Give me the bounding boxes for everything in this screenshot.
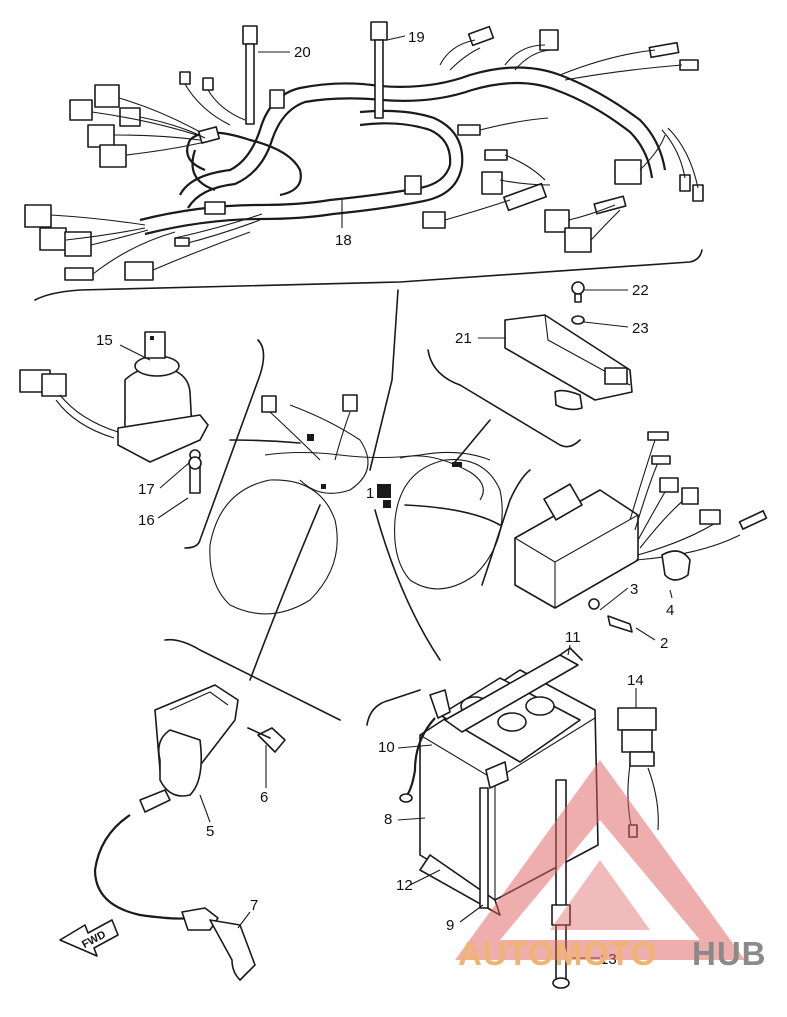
ignition-coil-5: [93, 684, 286, 981]
motorcycle-silhouette: [209, 394, 503, 615]
callout-11: 11: [565, 629, 581, 646]
cable-tie-19: [370, 21, 388, 119]
callout-10: 10: [378, 739, 395, 756]
connector-cluster-right: [544, 127, 704, 253]
cable-tie-20: [242, 25, 258, 125]
callout-9: 9: [446, 917, 454, 934]
callout-12: 12: [396, 877, 413, 894]
wire-harness-assembly: [24, 21, 704, 301]
watermark-triangle-icon: [455, 760, 745, 960]
callout-21: 21: [455, 330, 472, 347]
callout-8: 8: [384, 811, 392, 828]
callout-20: 20: [294, 44, 311, 61]
callout-19: 19: [408, 29, 425, 46]
callout-4: 4: [666, 602, 674, 619]
rectifier-regulator-21: [504, 281, 633, 411]
connector-cluster-upper-left: [69, 71, 246, 168]
callout-14: 14: [627, 672, 644, 689]
connector-cluster-lower-left: [24, 204, 263, 281]
callout-2: 2: [660, 635, 668, 652]
callout-22: 22: [632, 282, 649, 299]
callout-1: 1: [366, 485, 374, 502]
callout-numbers: 20 19 18 22 23 21 15 17 16 1 3 2 4 6 5 7…: [96, 29, 674, 968]
cdi-unit-1: [514, 431, 768, 633]
callout-7: 7: [250, 897, 258, 914]
callout-6: 6: [260, 789, 268, 806]
callout-3: 3: [630, 581, 638, 598]
callout-17: 17: [138, 481, 155, 498]
connector-cluster-top-center: [439, 25, 699, 81]
callout-leaders: [119, 35, 673, 959]
watermark-brand-right: HUB: [692, 935, 767, 972]
callout-18: 18: [335, 232, 352, 249]
callout-15: 15: [96, 332, 113, 349]
forward-arrow: FWD: [59, 919, 119, 957]
watermark-logo: [455, 760, 745, 960]
callout-16: 16: [138, 512, 155, 529]
callout-5: 5: [206, 823, 214, 840]
callout-23: 23: [632, 320, 649, 337]
main-switch-15: [19, 331, 209, 494]
watermark-brand-left: AUTOMOTO: [458, 935, 657, 972]
connector-cluster-center: [422, 117, 551, 229]
